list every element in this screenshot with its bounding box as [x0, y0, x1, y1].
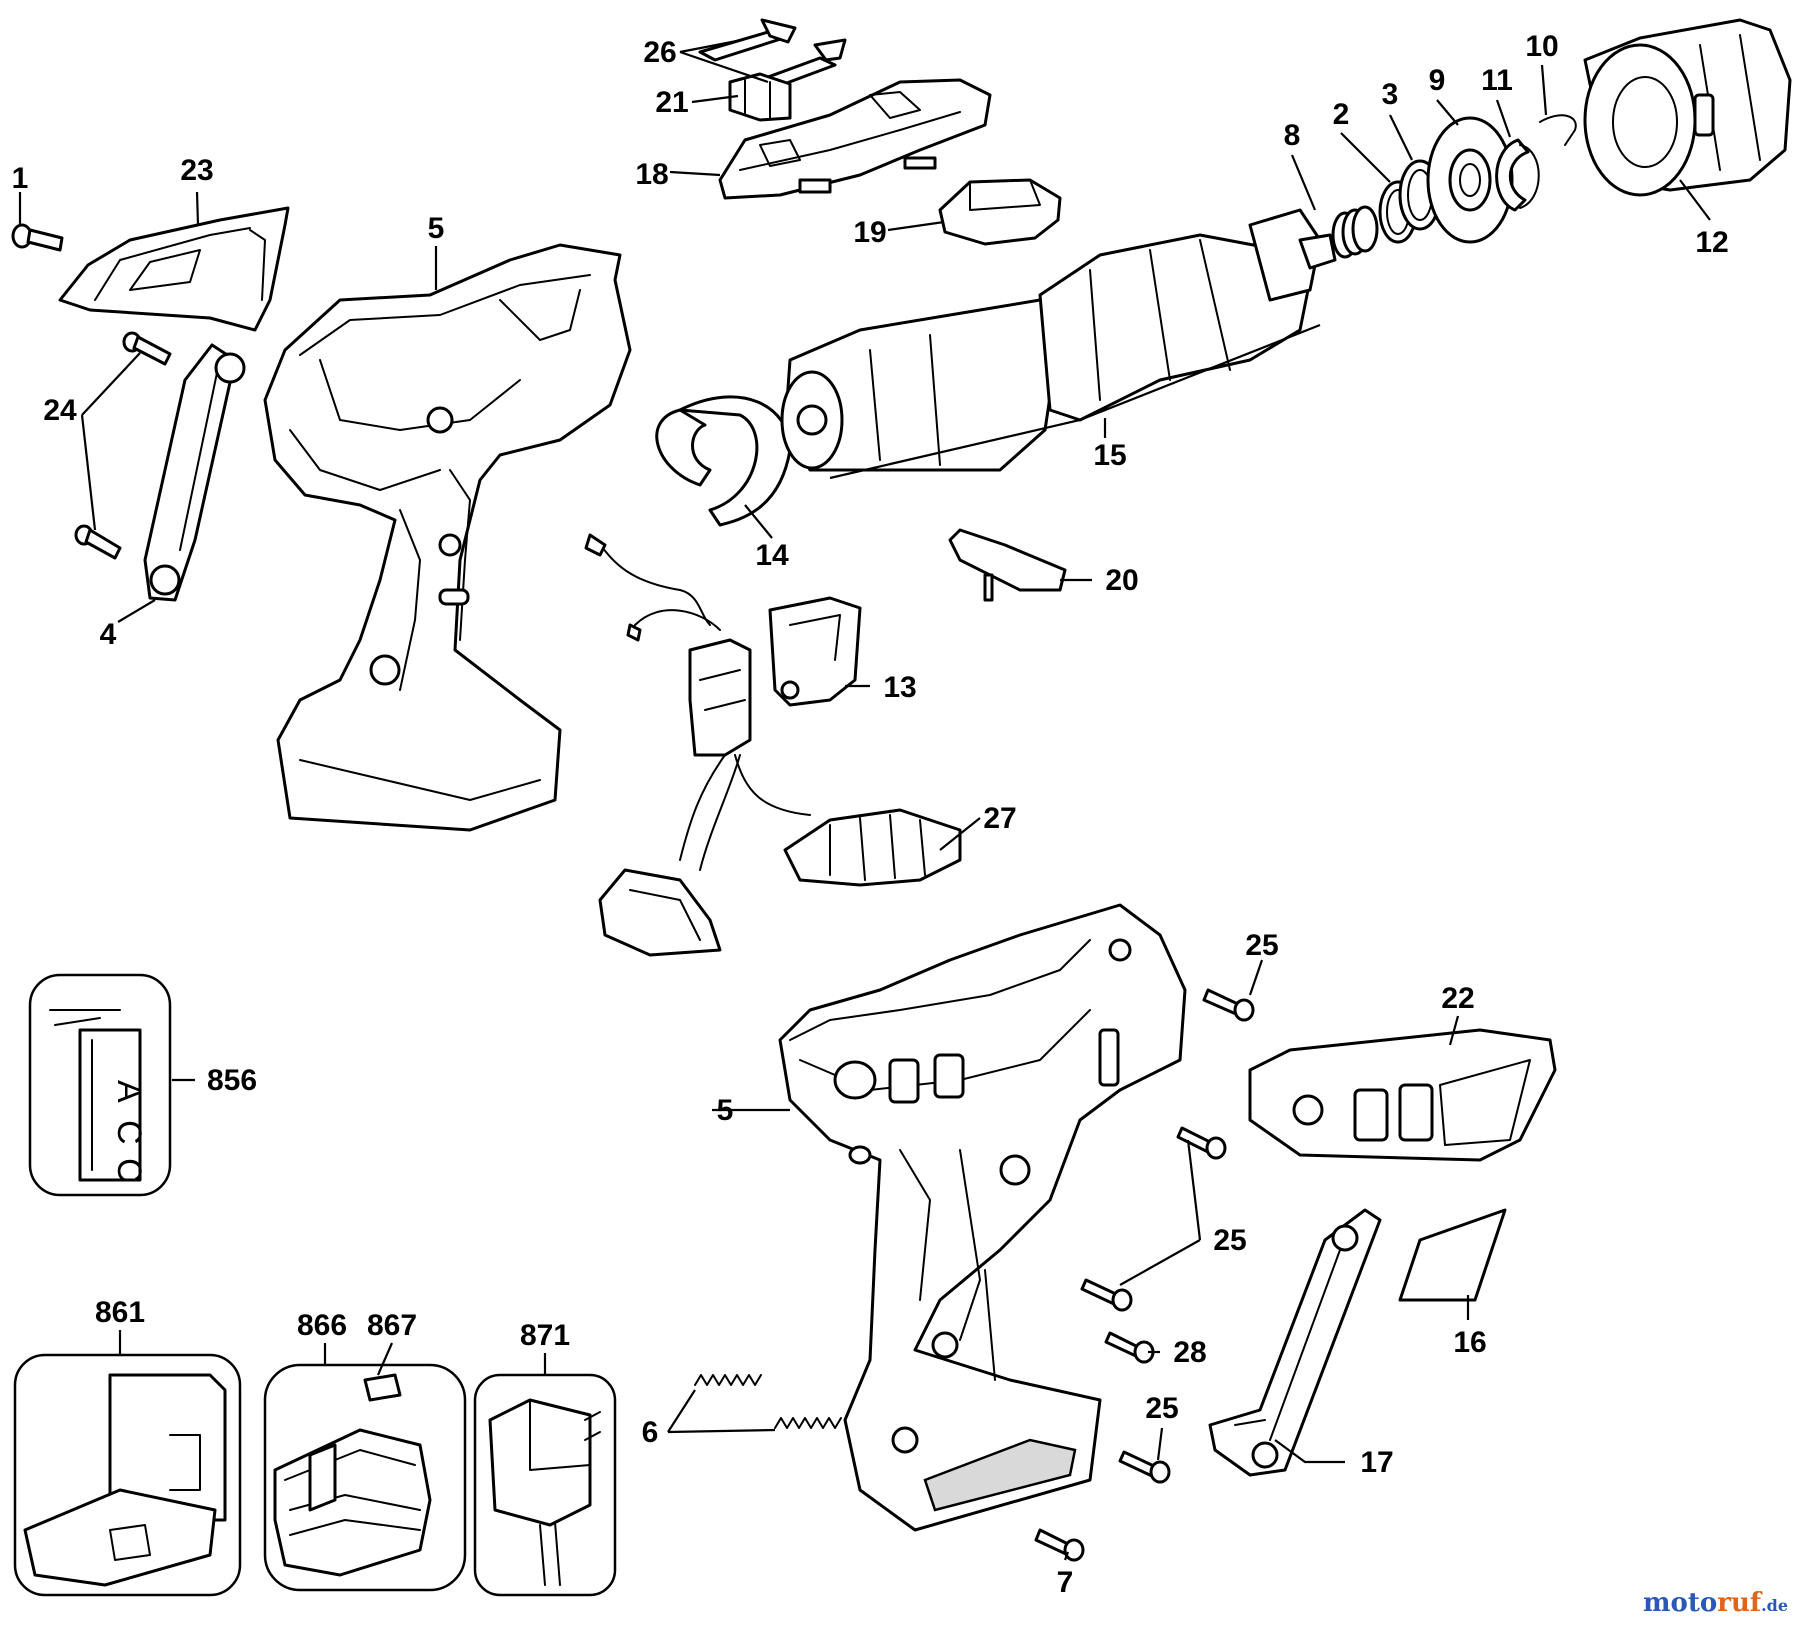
callout-5-right: 5 [717, 1094, 734, 1127]
part-8-spring [1331, 205, 1379, 259]
part-27-terminal [598, 754, 962, 957]
part-9-washer [1426, 116, 1514, 244]
part-856-box: A C C [28, 973, 172, 1197]
callout-3: 3 [1382, 78, 1399, 111]
callout-21: 21 [655, 86, 688, 119]
callout-26: 26 [643, 36, 676, 69]
part-17-link [1208, 1208, 1382, 1477]
callout-25-mid: 25 [1213, 1224, 1246, 1257]
part-25-screw-d [1118, 1450, 1171, 1484]
callout-7: 7 [1057, 1566, 1074, 1599]
callout-17: 17 [1360, 1446, 1393, 1479]
acc-letter-3: C [110, 1158, 148, 1183]
callout-6: 6 [642, 1416, 659, 1449]
callout-16: 16 [1453, 1326, 1486, 1359]
part-19-slider [938, 178, 1062, 246]
part-15-motor-gearbox [780, 208, 1337, 480]
part-24-pins [74, 331, 172, 560]
callout-labels: 1 23 24 4 5 26 21 18 19 8 2 3 9 11 10 12… [12, 30, 1729, 1599]
callout-25-top: 25 [1245, 929, 1278, 962]
callout-27: 27 [983, 802, 1016, 835]
part-1-screw [11, 223, 64, 252]
callout-23: 23 [180, 154, 213, 187]
watermark-part-1: moto [1643, 1588, 1718, 1618]
callout-19: 19 [853, 216, 886, 249]
acc-letter-2: C [110, 1120, 148, 1145]
callout-13: 13 [883, 671, 916, 704]
callout-20: 20 [1105, 564, 1138, 597]
callout-871: 871 [520, 1319, 570, 1352]
part-5-housing-right [778, 903, 1187, 1532]
part-861-box [13, 1353, 242, 1597]
callout-1: 1 [12, 162, 29, 195]
callout-866: 866 [297, 1309, 347, 1342]
part-866-battery-box [263, 1363, 467, 1592]
watermark-part-3: .de [1761, 1596, 1788, 1615]
acc-letter-1: A [110, 1080, 148, 1103]
callout-867: 867 [367, 1309, 417, 1342]
callout-22: 22 [1441, 982, 1474, 1015]
part-5-housing-left [263, 243, 632, 832]
leader-lines [18, 38, 1711, 1561]
callout-856: 856 [207, 1064, 257, 1097]
part-6-springs [694, 1374, 842, 1429]
part-20-lever [948, 528, 1067, 602]
watermark-part-2: ruf [1717, 1588, 1762, 1618]
part-16-label [1398, 1208, 1507, 1302]
callout-861: 861 [95, 1296, 145, 1329]
callout-4: 4 [100, 618, 117, 651]
callout-14: 14 [755, 539, 789, 572]
callout-5-left: 5 [428, 212, 445, 245]
watermark-logo: motoruf.de [1643, 1588, 1788, 1618]
callout-18: 18 [635, 158, 668, 191]
part-13-switch [584, 533, 862, 757]
part-871-charger-box [473, 1373, 617, 1597]
part-10-spring-wire [1539, 114, 1577, 146]
callout-28: 28 [1173, 1336, 1206, 1369]
part-25-screw-b [1176, 1126, 1227, 1160]
callout-8: 8 [1284, 119, 1301, 152]
part-4-link [143, 343, 246, 602]
callout-12: 12 [1695, 226, 1728, 259]
callout-25-low: 25 [1145, 1392, 1178, 1425]
callout-11: 11 [1481, 64, 1513, 97]
callout-2: 2 [1333, 98, 1350, 131]
part-28-screw [1104, 1331, 1155, 1364]
part-21-clip [728, 72, 792, 122]
part-25-screw-c [1080, 1278, 1133, 1312]
callout-15: 15 [1093, 439, 1126, 472]
part-22-side-panel [1248, 1028, 1557, 1162]
part-14-sleeve [655, 395, 792, 527]
part-18-bit-holder [718, 78, 992, 200]
part-7-screw [1034, 1528, 1085, 1562]
callout-24: 24 [43, 394, 77, 427]
part-25-screw-a [1202, 988, 1255, 1022]
part-12-collar [1583, 18, 1792, 197]
part-11-clip [1495, 138, 1540, 212]
callout-10: 10 [1525, 30, 1558, 63]
part-23-top-cover [58, 206, 290, 332]
callout-9: 9 [1429, 64, 1446, 97]
